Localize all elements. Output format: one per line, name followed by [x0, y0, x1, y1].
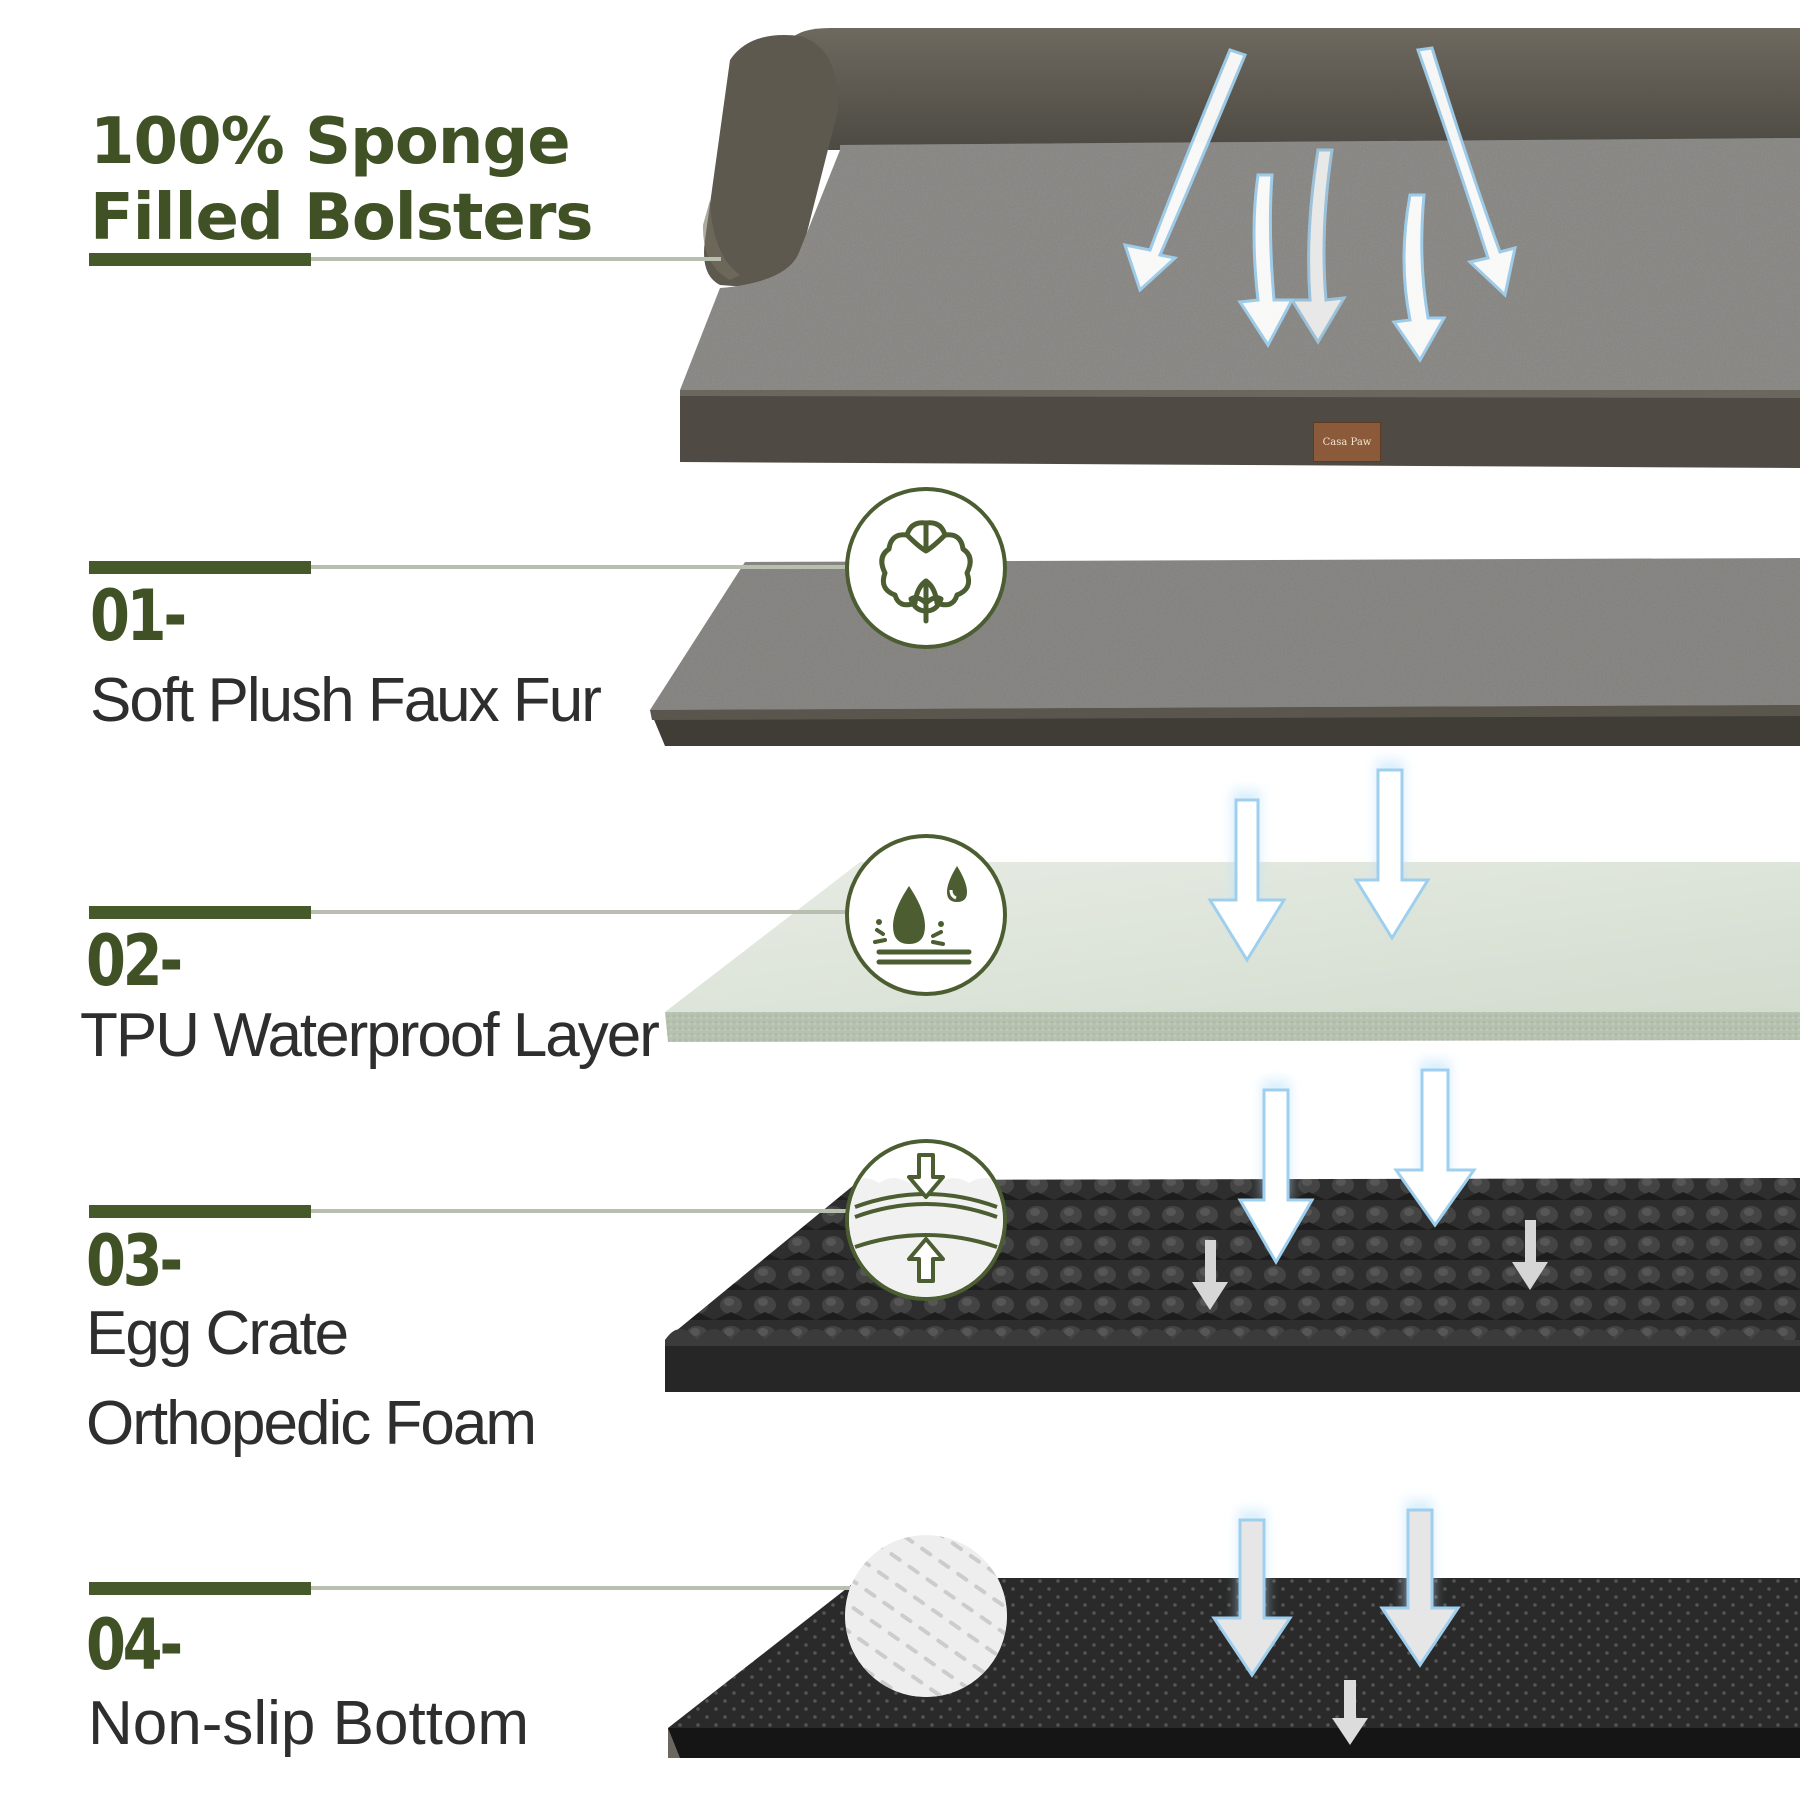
- layer-2-bar: [89, 906, 311, 919]
- heading-line-2: Filled Bolsters: [90, 181, 593, 255]
- layer-3-leader-line: [311, 1209, 851, 1213]
- layer-1-label: Soft Plush Faux Fur: [90, 666, 602, 735]
- fur-layer: [650, 558, 1800, 746]
- layer-1-bar: [89, 561, 311, 574]
- layer-2-label: TPU Waterproof Layer: [80, 1001, 660, 1070]
- bolster-heading: 100% Sponge Filled Bolsters: [90, 104, 593, 256]
- layer-4-number: 04-: [86, 1604, 183, 1686]
- brand-tag-text: Casa Paw: [1322, 436, 1372, 448]
- water-drop-icon: [845, 834, 1007, 996]
- heading-line-1: 100% Sponge: [90, 105, 571, 179]
- heading-underline: [89, 253, 311, 266]
- brand-tag: Casa Paw: [1313, 422, 1381, 462]
- layer-3-number: 03-: [86, 1220, 183, 1302]
- layer-4-label: Non-slip Bottom: [88, 1689, 530, 1758]
- layer-4-bar: [89, 1582, 311, 1595]
- airflow-arrows: [1122, 46, 1548, 1745]
- layer-2-leader-line: [311, 910, 851, 914]
- cotton-icon: [845, 487, 1007, 649]
- non-slip-texture-icon: [845, 1535, 1007, 1697]
- layer-1-number: 01-: [90, 575, 187, 657]
- heading-leader-line: [311, 257, 721, 261]
- layer-1-leader-line: [311, 565, 851, 569]
- layer-3-label-line-2: Orthopedic Foam: [86, 1389, 537, 1458]
- non-slip-layer: [668, 1578, 1800, 1758]
- layer-3-bar: [89, 1205, 311, 1218]
- layer-3-label-line-1: Egg Crate: [86, 1299, 349, 1368]
- compression-icon: [845, 1139, 1007, 1301]
- layer-4-leader-line: [311, 1586, 851, 1590]
- bed-top-layer: [680, 28, 1800, 468]
- layer-2-number: 02-: [86, 920, 183, 1002]
